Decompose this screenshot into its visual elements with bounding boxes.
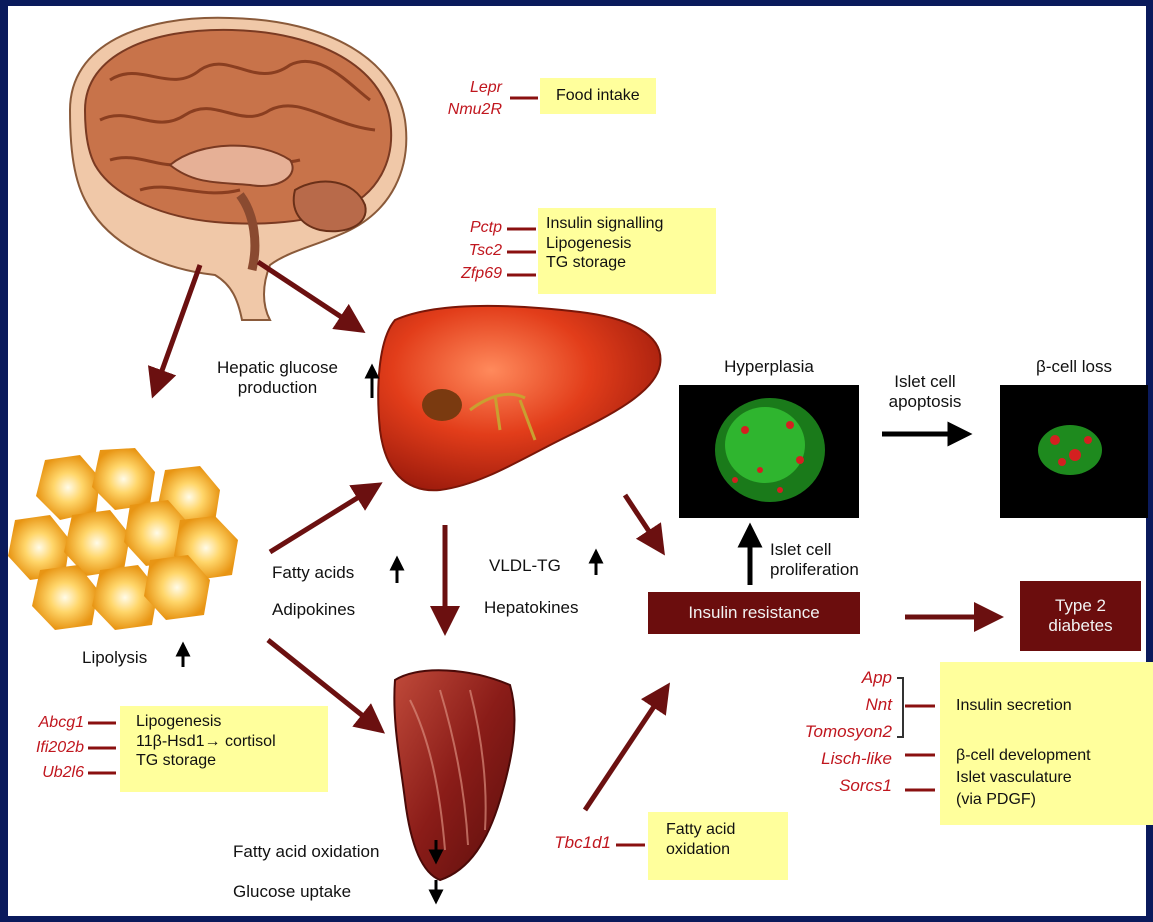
fatty-acid-oxidation-label: Fatty acid oxidation (233, 842, 379, 862)
brain-illustration (70, 18, 406, 320)
gene-abcg1: Abcg1 (8, 713, 84, 732)
gene-pctp: Pctp (420, 218, 502, 237)
adipokines-label: Adipokines (272, 600, 355, 620)
adipose-effects-box: Lipogenesis 11β-Hsd1→ cortisol TG storag… (120, 706, 328, 792)
islet-apoptosis-label: Islet cell apoptosis (865, 372, 985, 413)
liver-effect-tg-storage: TG storage (546, 253, 708, 273)
gene-nnt: Nnt (760, 695, 892, 715)
gene-lisch-like: Lisch-like (760, 749, 892, 769)
gene-sorcs1: Sorcs1 (760, 776, 892, 796)
food-intake-box: Food intake (540, 78, 656, 114)
glucose-uptake-label: Glucose uptake (233, 882, 351, 902)
gene-app: App (760, 668, 892, 688)
fatty-acids-label: Fatty acids (272, 563, 354, 583)
adipose-effect-tg-storage: TG storage (136, 751, 328, 771)
gene-tomosyon2: Tomosyon2 (760, 722, 892, 742)
gene-tbc1d1: Tbc1d1 (525, 833, 611, 853)
liver-effect-lipogenesis: Lipogenesis (546, 234, 708, 254)
type-2-diabetes-box: Type 2 diabetes (1020, 581, 1141, 651)
islet-effect-development: β-cell development (956, 746, 1091, 766)
gene-zfp69: Zfp69 (420, 264, 502, 283)
lipolysis-label: Lipolysis (82, 648, 147, 668)
hyperplasia-label: Hyperplasia (679, 357, 859, 377)
hepatokines-label: Hepatokines (484, 598, 579, 618)
gene-nmu2r: Nmu2R (420, 100, 502, 119)
islet-effect-vasculature: Islet vasculature (956, 768, 1072, 788)
beta-cell-loss-label: β-cell loss (1000, 357, 1148, 377)
gene-tsc2: Tsc2 (420, 241, 502, 260)
muscle-illustration (394, 670, 514, 880)
beta-cell-loss-micrograph (1000, 385, 1148, 518)
gene-ub2l6: Ub2l6 (8, 763, 84, 782)
liver-illustration (378, 306, 660, 490)
gene-bracket (897, 678, 903, 737)
islet-effect-secretion: Insulin secretion (956, 696, 1072, 716)
hepatic-glucose-production-label: Hepatic glucose production (190, 358, 365, 399)
gene-lepr: Lepr (420, 78, 502, 97)
adipose-effect-cortisol: 11β-Hsd1→ cortisol (136, 732, 328, 752)
liver-effect-insulin-signalling: Insulin signalling (546, 214, 708, 234)
islet-effects-box: Insulin secretion β-cell development Isl… (940, 662, 1153, 825)
adipocytes-illustration (8, 448, 238, 630)
adipose-effect-lipogenesis: Lipogenesis (136, 712, 328, 732)
insulin-resistance-box: Insulin resistance (648, 592, 860, 634)
liver-effects-box: Insulin signalling Lipogenesis TG storag… (538, 208, 716, 294)
vldl-tg-label: VLDL-TG (489, 556, 561, 576)
hyperplasia-micrograph (679, 385, 859, 518)
islet-effect-vasculature-note: (via PDGF) (956, 790, 1036, 810)
islet-proliferation-label: Islet cell proliferation (770, 540, 859, 581)
muscle-effect-box: Fatty acid oxidation (648, 812, 788, 880)
gene-ifi202b: Ifi202b (8, 738, 84, 757)
